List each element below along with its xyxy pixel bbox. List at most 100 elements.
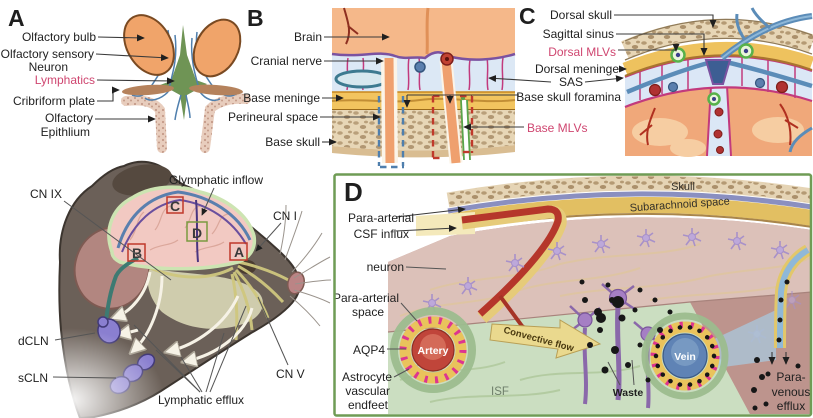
endosteal-vessel (334, 69, 390, 89)
pia-outline (331, 51, 516, 61)
panel-b-leader-lines (320, 33, 524, 146)
meninge-inner-line (331, 97, 516, 103)
panel-c: C (403, 3, 813, 157)
label-csf-influx-2: CSF influx (354, 227, 409, 241)
cribriform-plate-right (189, 84, 243, 96)
label-olfactory-epithelium-2: Epithlium (41, 125, 90, 139)
label-cn-v: CN V (276, 367, 305, 381)
cribriform-plate-left (122, 84, 174, 96)
sas-bottom-edge (624, 86, 813, 109)
label-glymphatic-inflow: Glymphatic inflow (169, 173, 263, 187)
brain-vessel (343, 7, 359, 45)
label-astrocyte-endfeet-2: vascular (345, 384, 390, 398)
label-lymphatic-efflux: Lymphatic efflux (158, 393, 244, 407)
label-cribriform-plate: Cribriform plate (13, 94, 95, 108)
mlv-dashed-outline (431, 94, 474, 160)
panel-c-letter: C (519, 3, 536, 29)
dorsal-mlv-circles (670, 43, 754, 106)
block-edge (387, 291, 811, 333)
marker-box-a (229, 242, 248, 261)
cranial-nerve-right (441, 59, 461, 164)
skull-bottom-edge (624, 37, 813, 61)
label-csf-influx-1: Para-arterial (348, 211, 414, 225)
cranial-nerve-left (384, 57, 395, 164)
panel-b-letter: B (247, 5, 264, 31)
penetrating-arteries (639, 103, 799, 146)
dorsal-skull-illustration (621, 7, 813, 157)
meningeal-lymphatic-vessel (121, 198, 247, 253)
sas-arteries (648, 80, 789, 97)
label-brain: Brain (294, 30, 322, 44)
marker-box-b (127, 243, 146, 262)
label-sas: SAS (559, 75, 583, 89)
panel-a-letter: A (8, 5, 25, 31)
neck-fade (0, 328, 165, 418)
panel-a: A Olfactory bulb Olfactory sensory Neuro… (1, 5, 251, 153)
label-cn-ix: CN IX (30, 187, 62, 201)
skull-top-edge (624, 18, 813, 42)
penetrating-artery (461, 205, 562, 317)
mouse-leader-lines (52, 187, 289, 393)
sagittal-sinus-shape (704, 59, 732, 85)
skull-band-pebbles (446, 176, 811, 207)
artery-ring (390, 307, 476, 393)
cortical-vein (788, 126, 813, 153)
label-dorsal-skull: Dorsal skull (550, 8, 612, 22)
label-dorsal-mlvs: Dorsal MLVs (548, 45, 616, 59)
olfactory-illustration (121, 14, 251, 153)
label-base-mlvs: Base MLVs (527, 121, 587, 135)
label-perineural-space: Perineural space (228, 110, 318, 124)
sagittal-sinus-vessel (116, 190, 252, 249)
marker-letter-b: B (132, 245, 142, 261)
label-olfactory-epithelium: Olfactory (45, 111, 93, 125)
dura-strip (447, 191, 811, 214)
vein-ring (641, 312, 729, 400)
meninge-bottom-edge (624, 54, 813, 78)
panel-d-leader-lines (387, 206, 466, 378)
dorsal-meninge-band (622, 41, 813, 76)
base-skull-pebbles (332, 110, 515, 151)
label-para-arterial-space-2: space (352, 305, 384, 319)
label-astrocyte-endfeet-3: endfeet (348, 398, 389, 412)
label-skull: Skull (671, 181, 695, 193)
panel-c-leader-lines (403, 14, 717, 108)
label-olfactory-bulb: Olfactory bulb (22, 30, 96, 44)
label-dcln: dCLN (18, 334, 49, 348)
lymphatic-vessel-shape (160, 25, 207, 120)
sinus-vessel-highlight (721, 15, 813, 59)
label-para-arterial-space-1: Para-arterial (333, 291, 399, 305)
waste-dots (579, 279, 673, 383)
panel-d-letter: D (344, 177, 363, 207)
marker-box-d (186, 221, 208, 242)
label-cranial-nerve: Cranial nerve (251, 54, 323, 68)
label-dorsal-meninge: Dorsal meninge (535, 62, 619, 76)
label-olfactory-sensory: Olfactory sensory (1, 47, 94, 61)
cortex-gyrus (670, 139, 706, 157)
label-base-skull-foramina: Base skull foramina (516, 90, 621, 104)
olfactory-epithelium-left-dots (121, 95, 167, 153)
label-para-venous-3: efflux (777, 399, 805, 413)
sas-veins (667, 77, 766, 93)
mouse-diagram: C D B A CN IX Glymphatic inflow CN I dCL… (0, 160, 332, 418)
bridging-vein-left (626, 59, 713, 95)
sinus-vessel-branches (735, 7, 771, 41)
waste-leader-lines (607, 359, 635, 386)
mouse-marker-boxes: C D B A (127, 196, 248, 262)
convective-flow-arrow (489, 319, 602, 359)
label-aqp4: AQP4 (353, 343, 385, 357)
brain-tissue (332, 8, 515, 60)
vein-cross-section (414, 61, 426, 73)
artery-lumen (445, 57, 449, 61)
label-para-venous-2: venous (772, 385, 811, 399)
label-base-skull: Base skull (265, 135, 320, 149)
panel-b: B (228, 5, 587, 169)
label-vein: Vein (674, 351, 696, 363)
para-venous-channel (751, 244, 811, 411)
marker-letter-a: A (234, 244, 244, 260)
label-artery: Artery (418, 345, 449, 357)
label-waste: Waste (613, 387, 644, 399)
efflux-dots (751, 357, 801, 411)
label-base-meninge: Base meninge (243, 91, 320, 105)
